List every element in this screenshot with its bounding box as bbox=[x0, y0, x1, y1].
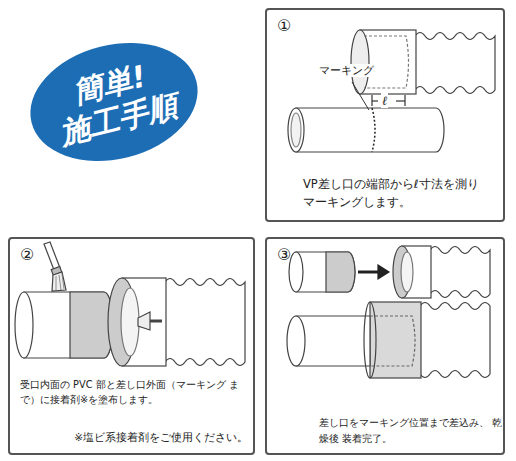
step-number: ② bbox=[20, 243, 34, 268]
label-slot: マーキング bbox=[318, 64, 375, 77]
text-slot: 差し口をマーキング位置まで差込み、 乾燥後 装着完了。 bbox=[319, 415, 507, 447]
glue-brush bbox=[44, 242, 60, 270]
brush-handle bbox=[150, 320, 162, 323]
step-number: ① bbox=[277, 14, 291, 39]
socket-inner bbox=[401, 252, 413, 292]
vp-pipe bbox=[24, 292, 113, 358]
step-panel: ① VP差し口の端部からℓ寸法を測り マーキングします。 bbox=[265, 8, 505, 222]
glue-band bbox=[70, 292, 113, 358]
title-badge: 簡単!施工手順 bbox=[17, 25, 212, 179]
vp-pipe bbox=[296, 252, 355, 292]
note-text: ※塩ビ系接着剤をご使用ください。 bbox=[68, 429, 248, 445]
vp-pipe bbox=[296, 108, 444, 152]
step-panel: ② 受口内面の PVC 部と差し口外面（マーキング まで）に接着剤※を塗布します。… bbox=[8, 237, 255, 455]
step-number: ③ bbox=[277, 243, 291, 268]
socket-rim bbox=[364, 302, 376, 378]
insert-arrow bbox=[358, 271, 379, 274]
pipe-end bbox=[288, 108, 304, 152]
pipe-inside-line bbox=[370, 316, 415, 366]
bristle-lines bbox=[56, 274, 64, 290]
socket-body bbox=[122, 278, 166, 366]
insert-arrowhead bbox=[378, 265, 389, 279]
glue-band bbox=[326, 252, 355, 292]
socket-body bbox=[402, 246, 431, 298]
corrugated-hose bbox=[420, 303, 490, 378]
dimension-line bbox=[372, 100, 378, 101]
socket-inner bbox=[121, 288, 139, 356]
pipe-end-inner bbox=[291, 113, 301, 147]
socket-body bbox=[370, 302, 421, 378]
text-slot: ③ bbox=[277, 243, 291, 268]
pipe-end bbox=[15, 292, 33, 358]
badge-ellipse-fill bbox=[18, 26, 211, 178]
step-caption: VP差し口の端部からℓ寸法を測り マーキングします。 bbox=[303, 176, 487, 212]
dimension-label: ℓ bbox=[381, 93, 388, 108]
text-slot: ① bbox=[277, 14, 291, 39]
pvc-inner-line bbox=[364, 36, 409, 88]
text-slot: ※塩ビ系接着剤をご使用ください。 bbox=[68, 429, 248, 445]
brush-bristles bbox=[52, 272, 66, 291]
pipe-end bbox=[287, 316, 305, 366]
label-slot: ℓ bbox=[381, 93, 388, 108]
part-label: マーキング bbox=[318, 64, 375, 77]
step-panel: ③ 差し口をマーキング位置まで差込み、 乾燥後 装着完了。 bbox=[265, 237, 505, 455]
corrugated-hose bbox=[165, 279, 245, 366]
step-caption: 差し口をマーキング位置まで差込み、 乾燥後 装着完了。 bbox=[319, 415, 507, 447]
text-slot: ② bbox=[20, 243, 34, 268]
text-slot: 受口内面の PVC 部と差し口外面（マーキング まで）に接着剤※を塗布します。 bbox=[20, 377, 252, 407]
vp-pipe bbox=[296, 316, 370, 366]
marking-line bbox=[372, 108, 375, 152]
step-caption: 受口内面の PVC 部と差し口外面（マーキング まで）に接着剤※を塗布します。 bbox=[20, 377, 252, 407]
dimension-line bbox=[396, 100, 405, 101]
corrugated-hose bbox=[430, 247, 490, 298]
text-slot: VP差し口の端部からℓ寸法を測り マーキングします。 bbox=[303, 176, 487, 212]
corrugated-hose bbox=[415, 33, 495, 94]
leader-line bbox=[352, 82, 369, 110]
glue-brush-inside bbox=[138, 312, 150, 330]
